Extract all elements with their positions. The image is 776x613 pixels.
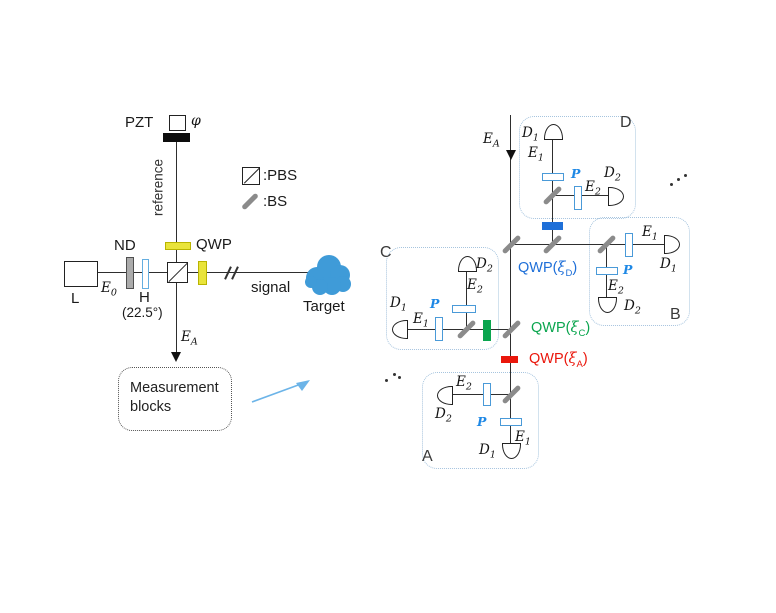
block-a-e2-label: E2 bbox=[456, 374, 472, 393]
block-d-polarizer-2 bbox=[574, 186, 582, 210]
laser-box bbox=[64, 261, 98, 287]
phi-label: φ bbox=[191, 113, 201, 129]
pbs-diagonal bbox=[168, 262, 188, 282]
block-c-e2-label: E2 bbox=[467, 277, 483, 296]
block-a-horizontal-line bbox=[445, 394, 511, 395]
legend-pbs-diagonal bbox=[243, 167, 260, 184]
e0-label: E0 bbox=[101, 280, 117, 299]
block-d-d1-label: D1 bbox=[522, 125, 539, 144]
block-d-polarizer-1 bbox=[542, 173, 564, 181]
block-d-d2-label: D2 bbox=[604, 165, 621, 184]
block-d-box bbox=[519, 116, 636, 219]
legend-pbs-label: :PBS bbox=[263, 167, 298, 184]
block-c-label: C bbox=[380, 244, 392, 261]
hwp-label: H bbox=[139, 289, 150, 306]
block-b-box bbox=[589, 217, 690, 326]
ea-arrowhead bbox=[171, 352, 181, 362]
block-b-d1-label: D1 bbox=[660, 256, 677, 275]
block-b-e1-label: E1 bbox=[642, 224, 658, 243]
block-c-d1-label: D1 bbox=[390, 295, 407, 314]
legend-bs-label: :BS bbox=[263, 193, 288, 210]
block-c-horizontal-line bbox=[400, 329, 511, 330]
ea-left-label: EA bbox=[181, 329, 198, 348]
block-b-d2-label: D2 bbox=[624, 298, 641, 317]
block-d-label: D bbox=[620, 114, 632, 131]
block-c-vertical-line bbox=[466, 271, 467, 330]
ea-right-label: EA bbox=[483, 131, 500, 150]
measurement-blocks-box bbox=[118, 367, 232, 431]
pzt-label: PZT bbox=[125, 114, 154, 131]
block-a-e1-label: E1 bbox=[515, 429, 531, 448]
block-b-label: B bbox=[670, 306, 681, 323]
laser-label: L bbox=[71, 290, 80, 307]
block-a-d2-label: D2 bbox=[435, 406, 452, 425]
block-d-horizontal-line bbox=[553, 195, 611, 196]
nd-filter bbox=[126, 257, 134, 289]
qwp-xi-a bbox=[501, 356, 518, 363]
block-a-p-label: P bbox=[477, 414, 487, 429]
block-b-p-label: P bbox=[623, 262, 633, 277]
signal-label: signal bbox=[251, 279, 291, 296]
block-d-p-label: P bbox=[571, 166, 581, 181]
block-c-p-label: P bbox=[430, 296, 440, 311]
qwp-xi-c bbox=[483, 320, 491, 341]
block-a-d1-label: D1 bbox=[479, 442, 496, 461]
legend-bs-icon bbox=[241, 192, 259, 211]
block-a-polarizer-2 bbox=[483, 383, 491, 406]
block-a-box bbox=[422, 372, 539, 469]
qwp-signal bbox=[198, 261, 207, 285]
block-d-e1-label: E1 bbox=[528, 145, 544, 164]
block-c-d2-label: D2 bbox=[476, 256, 493, 275]
pzt-mirror bbox=[163, 133, 190, 142]
main-horizontal-line bbox=[511, 244, 667, 245]
block-d-e2-label: E2 bbox=[585, 179, 601, 198]
nd-label: ND bbox=[114, 237, 136, 254]
block-b-e2-label: E2 bbox=[608, 278, 624, 297]
pointer-arrow bbox=[251, 380, 310, 403]
target-label: Target bbox=[303, 298, 345, 315]
block-a-label: A bbox=[422, 448, 433, 465]
pzt-box bbox=[169, 115, 186, 131]
block-b-polarizer-1 bbox=[625, 233, 633, 257]
reference-label: reference bbox=[150, 158, 166, 217]
block-a-polarizer-1 bbox=[500, 418, 522, 426]
target-cloud bbox=[305, 255, 351, 295]
hwp-angle-label: (22.5°) bbox=[122, 305, 163, 320]
legend-pbs-icon bbox=[242, 167, 260, 185]
qwp-reference bbox=[165, 242, 191, 250]
qwp-xi-c-label: QWP(ξC) bbox=[531, 320, 591, 339]
qwp-label: QWP bbox=[196, 236, 232, 253]
block-c-polarizer-2 bbox=[452, 305, 476, 313]
block-c-box bbox=[386, 247, 499, 350]
measurement-blocks-label: Measurement blocks bbox=[130, 380, 219, 415]
qwp-xi-d-label: QWP(ξD) bbox=[518, 260, 578, 279]
qwp-xi-d bbox=[542, 222, 563, 230]
main-vertical-line bbox=[510, 115, 511, 444]
block-b-polarizer-2 bbox=[596, 267, 618, 275]
block-c-polarizer-1 bbox=[435, 317, 443, 341]
block-c-e1-label: E1 bbox=[413, 311, 429, 330]
beam-break-mark bbox=[231, 266, 239, 280]
half-wave-plate bbox=[142, 259, 149, 289]
beam-line-vertical bbox=[176, 142, 177, 358]
ea-right-arrowhead bbox=[506, 150, 516, 160]
pbs-cube bbox=[167, 262, 188, 283]
qwp-xi-a-label: QWP(ξA) bbox=[529, 351, 588, 370]
